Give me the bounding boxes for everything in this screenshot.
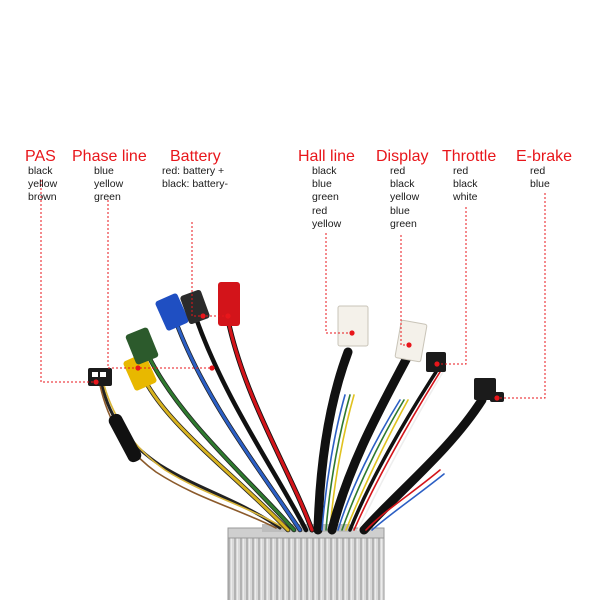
phase-line-wires: blue yellow green — [94, 165, 147, 205]
display-wire: red — [390, 165, 406, 177]
connectors — [88, 282, 504, 402]
throttle-label: Throttle red black white — [442, 148, 496, 205]
ebrake-title: E-brake — [516, 148, 573, 165]
cables — [99, 315, 487, 535]
ebrake-wire: blue — [530, 178, 550, 191]
pas-sleeve — [108, 413, 142, 463]
throttle-wires: red black white — [453, 165, 496, 205]
battery-title: Battery — [170, 148, 221, 165]
display-wire: green — [390, 217, 417, 230]
hall-line-wire: black — [312, 165, 337, 177]
throttle-wire: black — [453, 178, 478, 191]
pas-label: PAS black yellow brown — [25, 148, 57, 205]
throttle-title: Throttle — [442, 148, 497, 165]
controller-housing — [227, 524, 385, 600]
display-wires: red black yellow blue green — [390, 165, 428, 231]
pas-wire: black — [28, 165, 53, 177]
battery-wire: black: battery- — [162, 178, 228, 191]
pas-title: PAS — [25, 148, 56, 165]
phase-line-wire: blue — [94, 165, 114, 177]
phase-line-wire: yellow — [94, 178, 124, 191]
throttle-wire: red — [453, 165, 469, 177]
hall-line-wire: red — [312, 204, 328, 217]
phase-line-title: Phase line — [72, 148, 147, 165]
hall-line-wire: blue — [312, 178, 332, 191]
display-wire: yellow — [390, 191, 420, 204]
pas-wires: black yellow brown — [28, 165, 57, 205]
battery-wire: red: battery + — [162, 165, 225, 177]
pas-wire: brown — [28, 191, 57, 204]
hall-line-label: Hall line black blue green red yellow — [298, 148, 355, 231]
battery-wires: red: battery + black: battery- — [162, 165, 228, 191]
battery-label: Battery red: battery + black: battery- — [162, 148, 228, 191]
pas-wire: yellow — [28, 178, 58, 191]
hall-line-wire: yellow — [312, 217, 342, 230]
hall-line-title: Hall line — [298, 148, 355, 165]
display-title: Display — [376, 148, 429, 165]
callout-lines — [40, 180, 546, 399]
hall-line-wires: black blue green red yellow — [312, 165, 355, 231]
ebrake-label: E-brake red blue — [516, 148, 572, 191]
ebrake-wire: red — [530, 165, 546, 177]
display-wire: black — [390, 178, 415, 191]
phase-line-wire: green — [94, 191, 121, 204]
display-label: Display red black yellow blue green — [376, 148, 428, 231]
throttle-wire: white — [453, 191, 478, 204]
ebrake-wires: red blue — [530, 165, 572, 191]
hall-line-wire: green — [312, 191, 339, 204]
display-wire: blue — [390, 204, 410, 217]
phase-line-label: Phase line blue yellow green — [72, 148, 147, 205]
callout-dots — [93, 313, 500, 401]
